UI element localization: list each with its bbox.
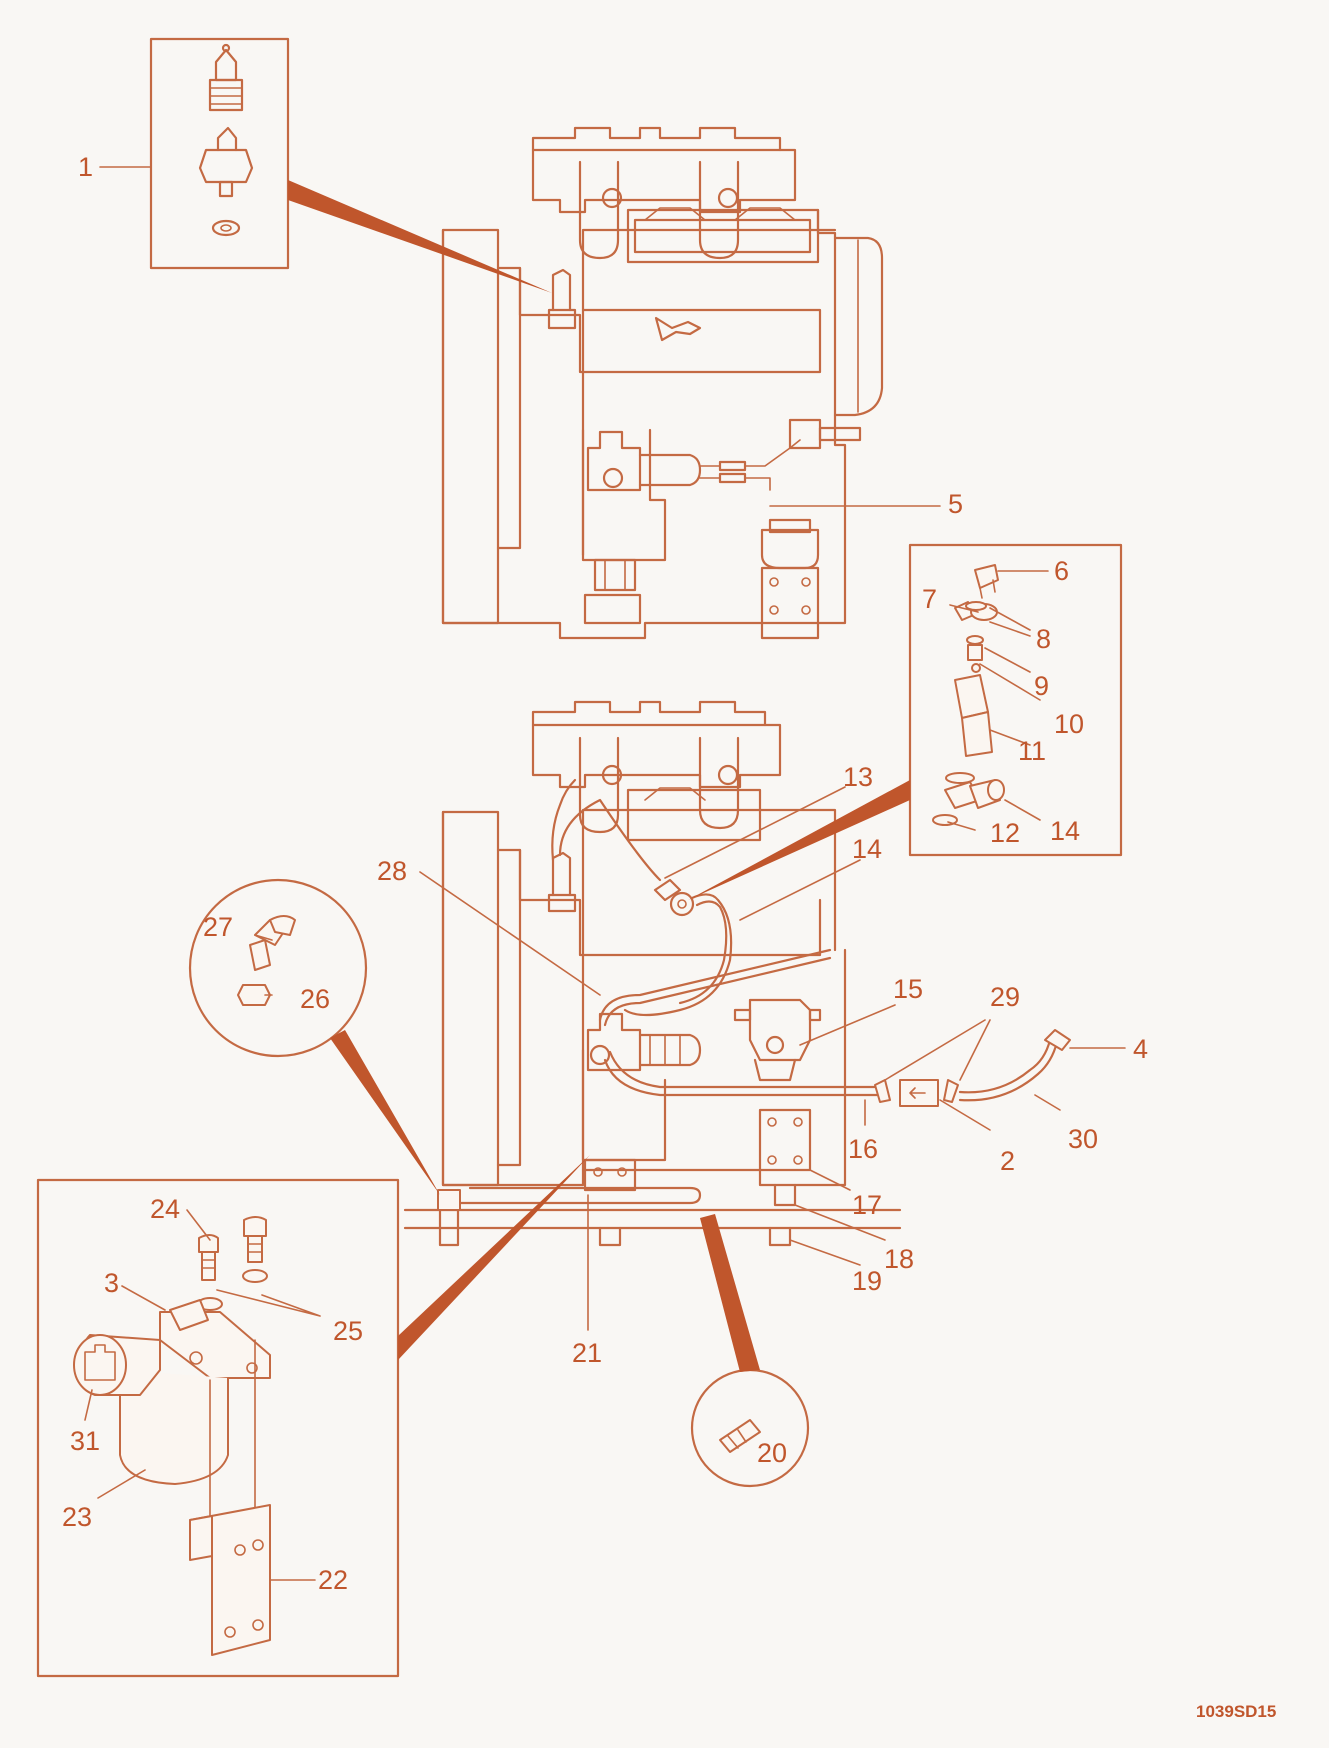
callout-6: 6 (1054, 556, 1069, 586)
inset-filter-bracket (36, 1155, 590, 1678)
engine-top-view (441, 126, 884, 640)
inset-elbow-fitting (188, 878, 440, 1195)
engine-bottom-view (403, 700, 1071, 1247)
callout-27: 27 (203, 912, 233, 942)
callout-14-inset: 14 (1050, 816, 1080, 846)
callout-5: 5 (948, 489, 963, 519)
callout-25: 25 (333, 1316, 363, 1346)
callout-15: 15 (893, 974, 923, 1004)
callout-1: 1 (78, 152, 93, 182)
callout-26: 26 (300, 984, 330, 1014)
callout-4: 4 (1133, 1034, 1148, 1064)
callout-28: 28 (377, 856, 407, 886)
callout-9: 9 (1034, 671, 1049, 701)
leader-lines (84, 166, 1126, 1581)
callout-20: 20 (757, 1438, 787, 1468)
callout-19: 19 (852, 1266, 882, 1296)
callout-7: 7 (922, 584, 937, 614)
callout-24: 24 (150, 1194, 180, 1224)
callout-11: 11 (1018, 736, 1046, 766)
callout-30: 30 (1068, 1124, 1098, 1154)
callout-21: 21 (572, 1338, 602, 1368)
callout-3: 3 (104, 1268, 119, 1298)
diagram-code: 1039SD15 (1196, 1702, 1276, 1721)
inset-injector-fittings (688, 543, 1123, 900)
callout-29: 29 (990, 982, 1020, 1012)
callout-16: 16 (848, 1134, 878, 1164)
callout-14: 14 (852, 834, 882, 864)
callout-17: 17 (852, 1190, 882, 1220)
callout-18: 18 (884, 1244, 914, 1274)
callout-31: 31 (70, 1426, 100, 1456)
callout-23: 23 (62, 1502, 92, 1532)
callout-2: 2 (1000, 1146, 1015, 1176)
callout-8: 8 (1036, 624, 1051, 654)
callout-12: 12 (990, 818, 1020, 848)
callout-13: 13 (843, 762, 873, 792)
callout-10: 10 (1054, 709, 1084, 739)
callout-labels: 1 2 3 4 5 6 7 8 9 10 11 12 13 14 14 15 1… (62, 152, 1276, 1721)
inset-connector (690, 1214, 810, 1488)
inset-glow-plug (149, 37, 552, 293)
callout-22: 22 (318, 1565, 348, 1595)
